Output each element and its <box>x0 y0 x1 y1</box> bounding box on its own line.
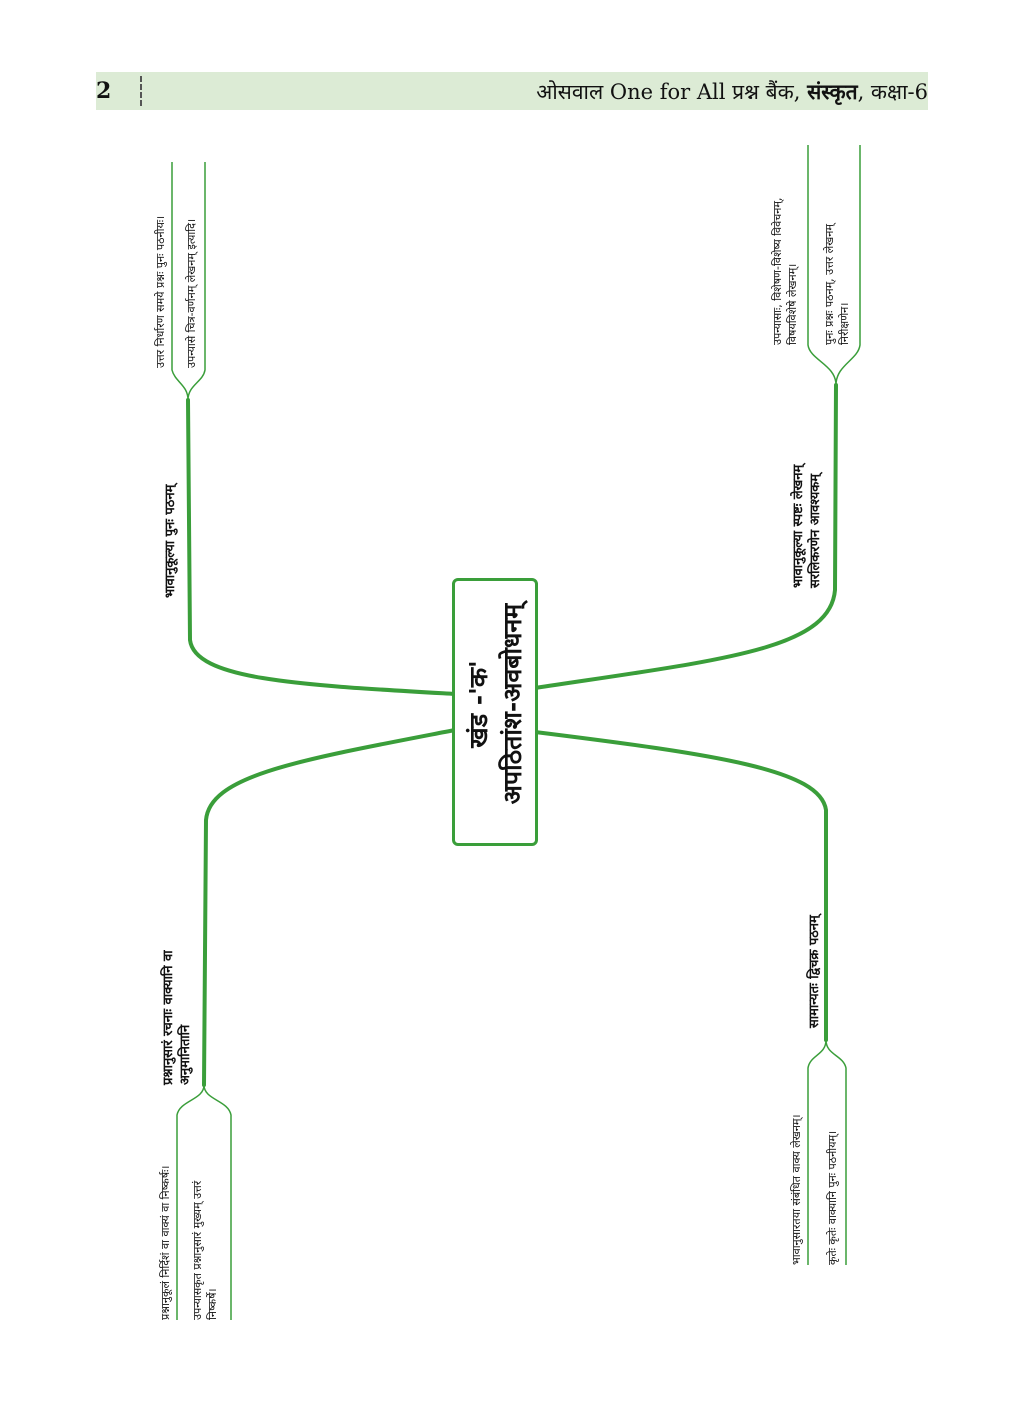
leaf-bottom-right-2: कृतेः कृतेः वाक्यानि पुनः पठनीयम्। <box>826 1130 839 1265</box>
leaf-bottom-right-1: भावानुसारतया संबंधित वाक्य लेखनम्। <box>790 1114 803 1265</box>
book-title-suffix: , कक्षा-6 <box>857 80 928 104</box>
leaf-top-left-1: उत्तर निर्धारण समये प्रश्नः पुनः पठनीयः। <box>154 215 167 368</box>
branch-top-right-line-1: भावानुकूल्या स्पष्टः लेखनम् <box>791 464 806 588</box>
branch-bottom-left-line-1: प्रश्नानुसारं रचनाः वाक्यानि वा <box>161 950 176 1085</box>
leaf-bottom-left-2: उपन्यासकृत प्रश्नानुसारं मुख्यम् उत्तरं … <box>190 1181 220 1320</box>
leaf-bottom-left-2-line-2: निष्कर्षे। <box>206 1288 219 1320</box>
branch-bottom-left-label: प्रश्नानुसारं रचनाः वाक्यानि वा अनुमानित… <box>160 950 194 1085</box>
central-node-text: खंड -'क' अपठितांश-अवबोधनम् <box>462 586 530 822</box>
branch-bottom-left-line-2: अनुमानितानि <box>178 1024 193 1085</box>
central-line-2: अपठितांश-अवबोधनम् <box>498 603 527 805</box>
connector-top-left <box>186 398 457 696</box>
book-title-subject: संस्कृत <box>807 79 858 104</box>
connector-top-right <box>533 383 838 690</box>
leaf-fork-top-right <box>807 145 861 386</box>
central-node <box>452 578 538 846</box>
leaf-fork-bottom-right <box>807 1039 847 1265</box>
leaf-fork-top-left <box>171 162 206 401</box>
leaf-top-right-1-line-1: उपन्यासाः, विशेषण-विशेष्य विवेचनम्, <box>771 197 784 345</box>
connector-bottom-left <box>202 728 457 1087</box>
leaf-top-right-1-line-2: विषयविशेषे लेखनम्। <box>786 263 799 345</box>
central-line-1: खंड -'क' <box>464 660 493 748</box>
branch-bottom-right-label: सामान्यतः द्विचक्र पठनम् <box>806 915 823 1028</box>
branch-bottom-right-line-1: सामान्यतः द्विचक्र पठनम् <box>807 915 822 1028</box>
branch-top-right-label: भावानुकूल्या स्पष्टः लेखनम् सरलिकरणेन आव… <box>790 465 824 588</box>
leaf-top-right-2: पुनः प्रश्नः पठनम्, उत्तर लेखनम् निरीक्ष… <box>822 224 852 345</box>
book-title-prefix: ओसवाल One for All प्रश्न बैंक, <box>536 80 808 104</box>
header-band <box>96 72 928 110</box>
connector-bottom-right <box>533 730 828 1042</box>
leaf-fork-bottom-left <box>176 1084 232 1320</box>
page-number: 2 <box>96 78 112 104</box>
leaf-bottom-left-2-line-1: उपन्यासकृत प्रश्नानुसारं मुख्यम् उत्तरं <box>191 1180 204 1320</box>
leaf-top-right-1: उपन्यासाः, विशेषण-विशेष्य विवेचनम्, विषय… <box>770 198 800 345</box>
header-divider <box>140 76 142 106</box>
book-title: ओसवाल One for All प्रश्न बैंक, संस्कृत, … <box>536 78 928 106</box>
leaf-top-right-2-line-2: निरीक्षणेन। <box>838 302 851 345</box>
leaf-top-right-2-line-1: पुनः प्रश्नः पठनम्, उत्तर लेखनम् <box>823 224 836 345</box>
leaf-bottom-left-1: प्रश्नानुकूलं निर्दिशं वा वाक्यं वा निष्… <box>159 1165 172 1320</box>
leaf-top-left-2: उपन्यासे चित्र-वर्णनम् लेखनम् इत्यादि। <box>185 218 198 368</box>
branch-top-left-label: भावानुकूल्या पुनः पठनम् <box>162 485 179 598</box>
branch-top-right-line-2: सरलिकरणेन आवश्यकम् <box>808 473 823 588</box>
branch-top-left-line-1: भावानुकूल्या पुनः पठनम् <box>163 484 178 598</box>
